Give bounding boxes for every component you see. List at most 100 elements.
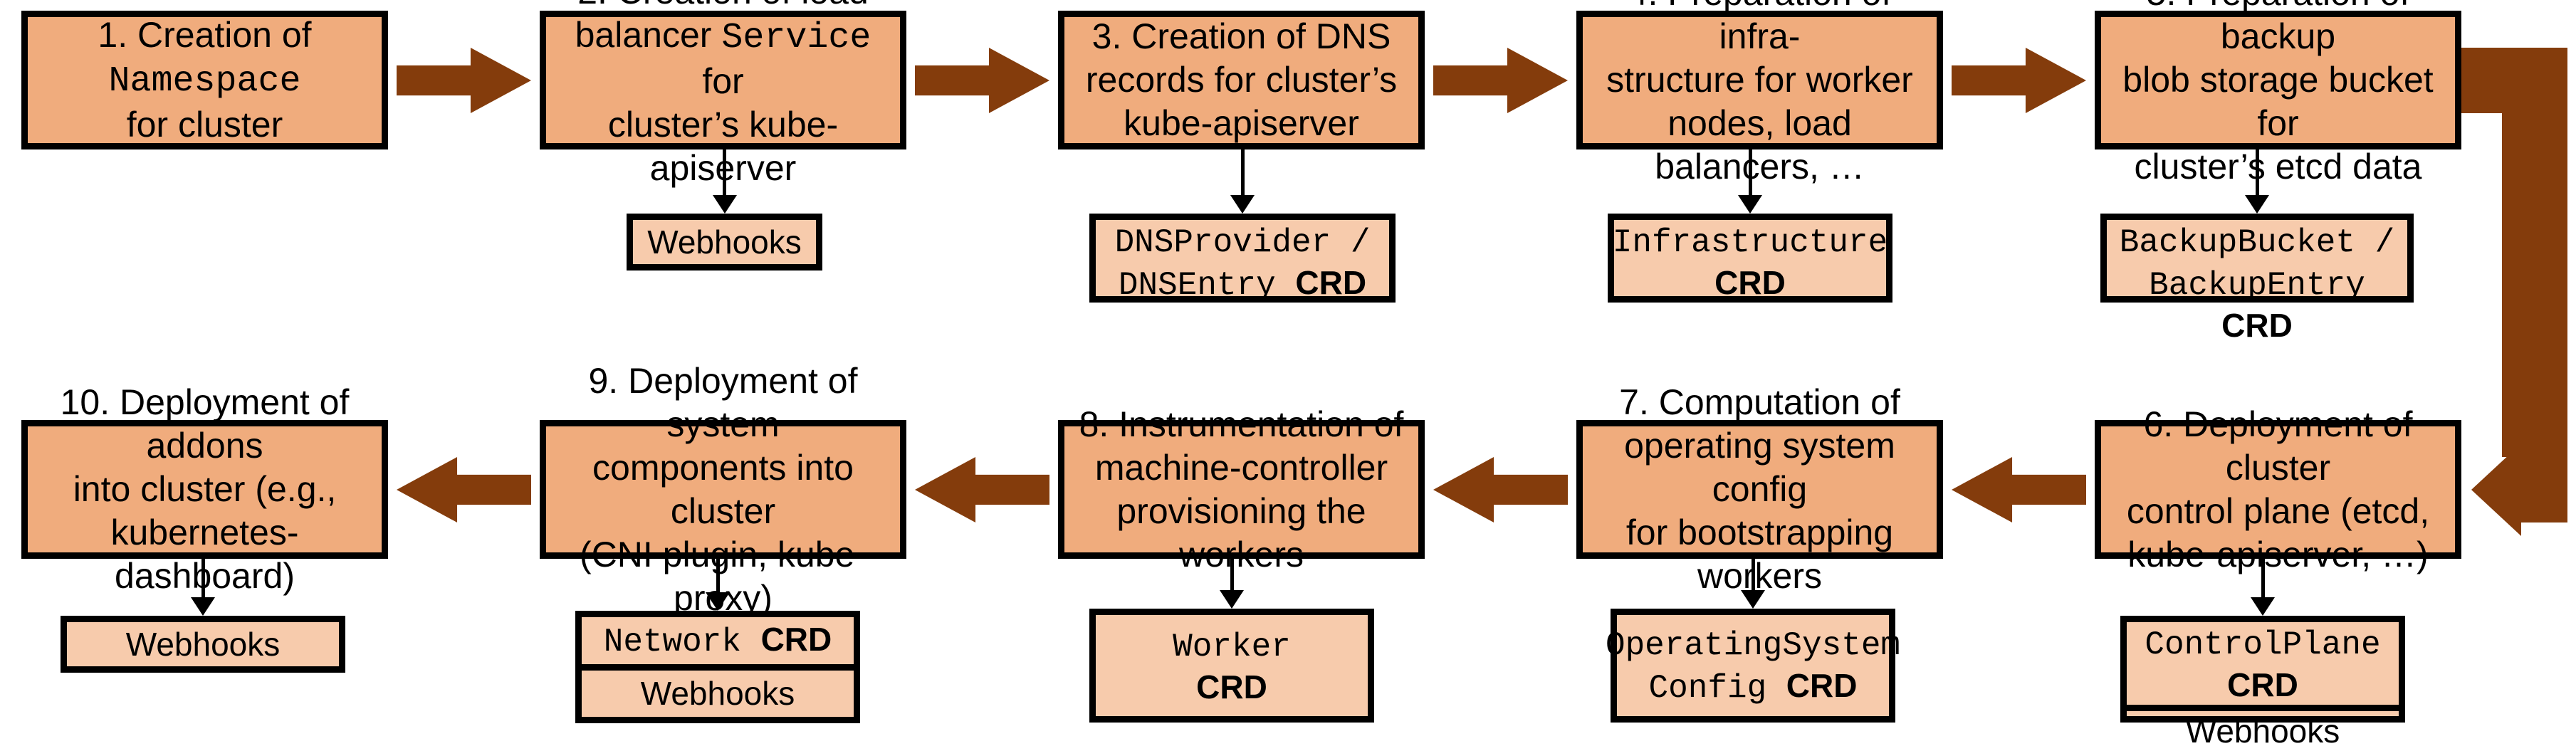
node-label-line: 7. Computation of bbox=[1590, 381, 1930, 424]
text-segment: ControlPlane bbox=[2145, 626, 2381, 663]
connector-arrowhead-step-4 bbox=[1738, 195, 1762, 214]
text-segment: for cluster bbox=[126, 105, 283, 145]
text-segment: Network bbox=[603, 623, 761, 661]
text-segment: CRD bbox=[2227, 666, 2298, 704]
text-segment: Worker bbox=[1173, 628, 1291, 666]
text-segment: 2. Creation of load bbox=[577, 0, 869, 11]
text-segment: DNSEntry bbox=[1118, 267, 1296, 305]
connector-arrowhead-step-6 bbox=[2251, 597, 2275, 616]
node-label-line: for cluster bbox=[98, 103, 311, 147]
connector-arrowhead-step-9 bbox=[706, 592, 730, 611]
flow-arrow-left-4 bbox=[397, 457, 531, 522]
sub-box-step-9[interactable]: Network CRD Webhooks bbox=[575, 611, 860, 723]
sub-box-cell: Network CRD bbox=[582, 617, 854, 664]
sub-box-text: BackupBucket /BackupEntry CRD bbox=[2107, 220, 2407, 345]
node-label-line: 6. Deployment of cluster bbox=[2108, 403, 2448, 490]
node-label-line: nodes, load balancers, … bbox=[1590, 102, 1930, 189]
sub-box-line: CRD bbox=[1173, 667, 1291, 707]
flow-arrow-right-3 bbox=[1433, 48, 1568, 113]
sub-box-line: BackupBucket / bbox=[2107, 220, 2407, 263]
text-segment: kubernetes-dashboard) bbox=[110, 513, 299, 596]
connector-line-step-5 bbox=[2255, 149, 2259, 195]
text-segment: Infrastructure bbox=[1612, 224, 1888, 261]
node-label-line: for bootstrapping workers bbox=[1590, 511, 1930, 598]
text-segment: CRD bbox=[1786, 667, 1858, 704]
text-segment: OperatingSystem bbox=[1605, 626, 1901, 664]
node-label-line: structure for worker bbox=[1590, 58, 1930, 102]
text-segment: operating system config bbox=[1624, 426, 1895, 509]
text-segment: Webhooks bbox=[125, 625, 281, 663]
text-segment: Webhooks bbox=[647, 223, 802, 261]
connector-line-step-2 bbox=[723, 149, 726, 195]
connector-line-step-6 bbox=[2261, 559, 2265, 597]
node-label-line: provisioning the workers bbox=[1072, 490, 1411, 577]
text-segment: CRD bbox=[1295, 264, 1367, 302]
text-segment: Config bbox=[1648, 670, 1786, 707]
text-segment: DNSProvider / bbox=[1114, 224, 1371, 261]
node-label-line: records for cluster’s bbox=[1086, 58, 1397, 102]
node-label-line: 5. Preparation of backup bbox=[2108, 0, 2448, 58]
sub-box-cell: DNSProvider / DNSEntry CRD bbox=[1096, 220, 1389, 305]
sub-box-line: DNSProvider / bbox=[1115, 220, 1371, 263]
flow-arrow-left-1 bbox=[1952, 457, 2086, 522]
sub-box-line: Infrastructure bbox=[1613, 220, 1888, 263]
text-segment: BackupEntry bbox=[2149, 267, 2365, 305]
connector-line-step-9 bbox=[716, 559, 720, 592]
text-segment: CRD bbox=[1196, 668, 1267, 705]
node-label-line: operating system config bbox=[1590, 424, 1930, 511]
sub-box-line: OperatingSystem bbox=[1606, 623, 1900, 666]
text-segment: records for cluster’s bbox=[1085, 60, 1398, 100]
text-segment: 5. Preparation of backup bbox=[2147, 0, 2410, 56]
text-segment: 3. Creation of DNS bbox=[1091, 16, 1391, 56]
text-segment: CRD bbox=[1714, 264, 1786, 302]
node-step-4[interactable]: 4. Preparation of infra-structure for wo… bbox=[1576, 0, 1943, 187]
text-segment: kube-apiserver, …) bbox=[2127, 534, 2429, 574]
node-label-line: machine-controller bbox=[1072, 446, 1411, 490]
text-segment: nodes, load balancers, … bbox=[1655, 103, 1865, 187]
text-segment: CRD bbox=[760, 620, 832, 658]
connector-arrowhead-step-2 bbox=[712, 195, 737, 214]
text-segment: Webhooks bbox=[640, 675, 795, 713]
text-segment: 10. Deployment of addons bbox=[60, 382, 350, 466]
node-label-line: 8. Instrumentation of bbox=[1072, 403, 1411, 446]
sub-box-step-2[interactable]: Webhooks bbox=[627, 214, 822, 271]
flow-arrow-left-2 bbox=[1433, 457, 1568, 522]
connector-line-step-4 bbox=[1748, 149, 1752, 195]
node-label-line: kubernetes-dashboard) bbox=[35, 511, 375, 598]
node-label-line: 4. Preparation of infra- bbox=[1590, 0, 1930, 58]
text-segment: Namespace bbox=[108, 61, 301, 102]
connector-line-step-7 bbox=[1751, 559, 1755, 590]
node-label-line: 10. Deployment of addons bbox=[35, 381, 375, 468]
sub-box-line: ControlPlane CRD bbox=[2127, 622, 2399, 705]
connector-arrowhead-step-10 bbox=[191, 597, 215, 616]
sub-box-line: Webhooks bbox=[126, 624, 281, 664]
sub-box-step-3[interactable]: DNSProvider / DNSEntry CRD bbox=[1089, 214, 1396, 305]
sub-box-step-10[interactable]: Webhooks bbox=[61, 616, 345, 673]
text-segment: for bbox=[702, 61, 744, 101]
text-segment: cluster’s etcd data bbox=[2134, 147, 2422, 187]
sub-box-step-5[interactable]: BackupBucket /BackupEntry CRD bbox=[2100, 214, 2414, 344]
